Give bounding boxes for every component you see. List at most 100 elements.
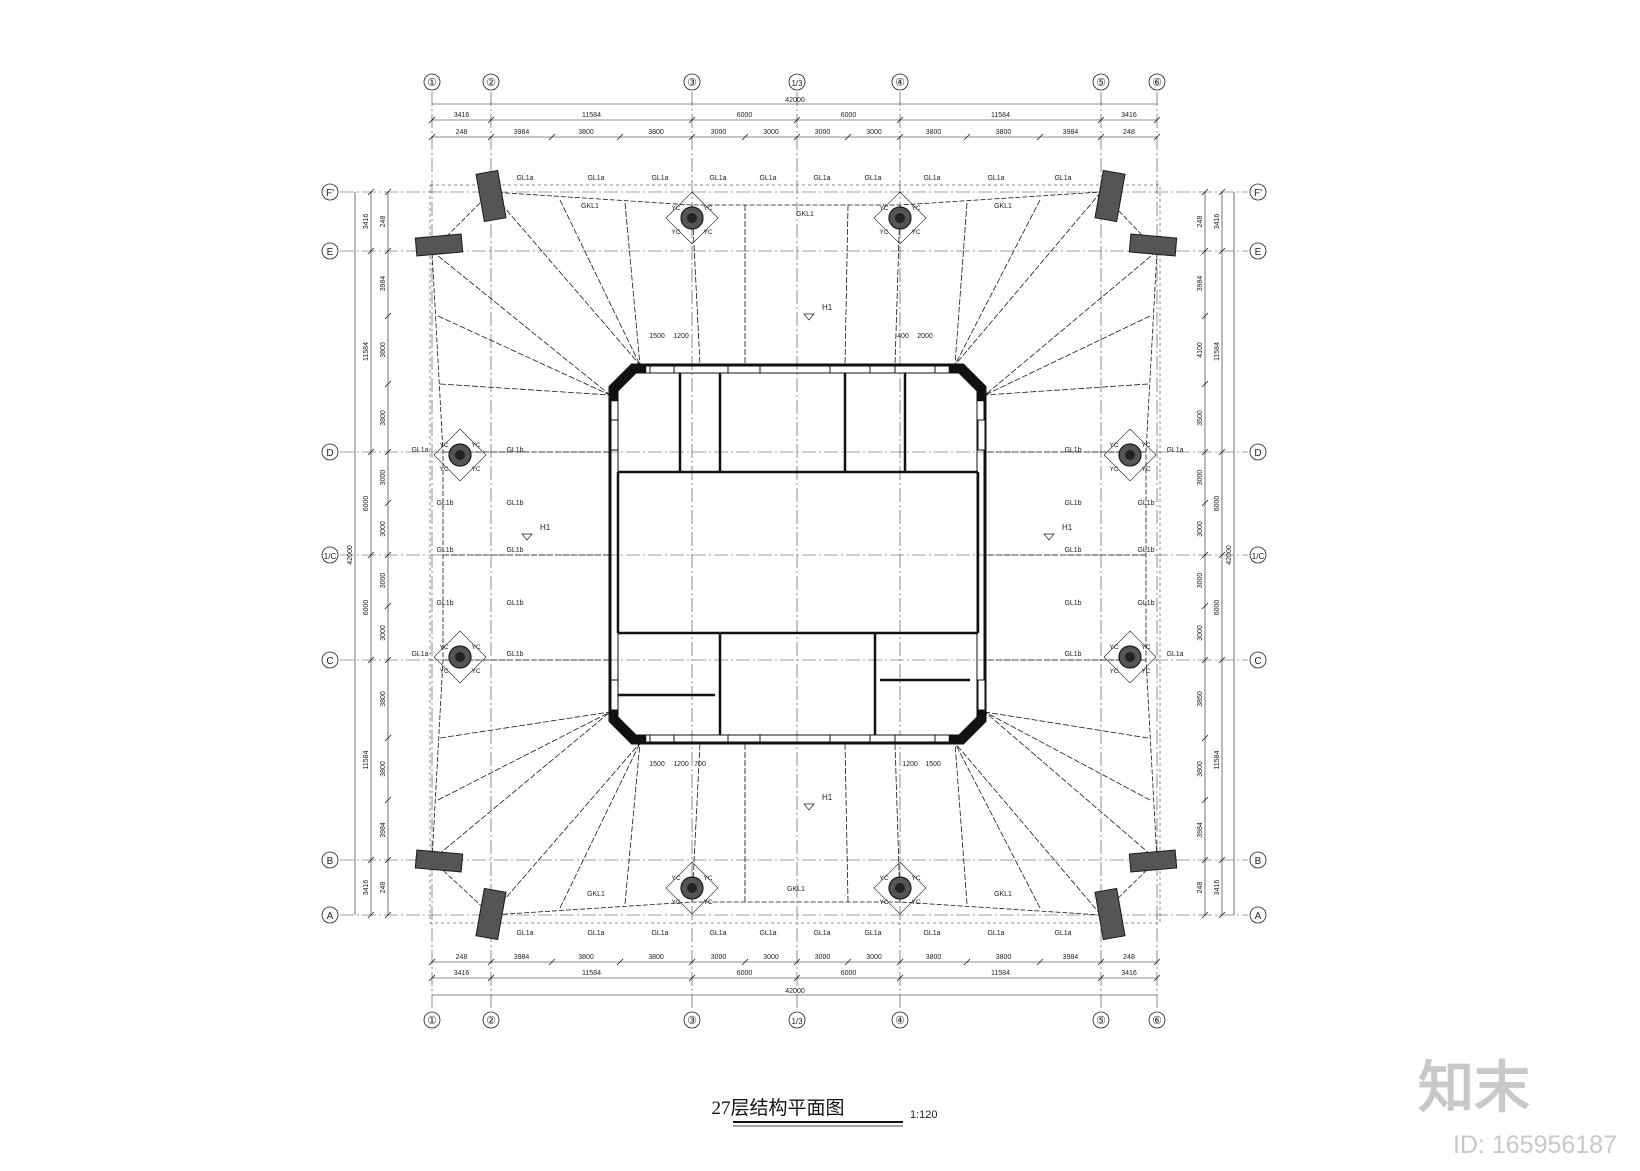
dim-left-seg-tick-2 (367, 448, 375, 456)
grid-bubble-row-3-0 (321, 546, 339, 564)
dim-left-seg-label-2: 6000 (363, 496, 370, 512)
grid-bubble-label-row-2-0: D (326, 448, 333, 459)
beam-label-2: GL1a (651, 175, 668, 182)
dim-bottom-fine-label-2: 3800 (578, 954, 594, 961)
dim-bottom-fine-tick-9 (963, 958, 971, 966)
grid-bubble-label-row-4-1: C (1254, 656, 1261, 667)
radial-beam-37 (431, 250, 611, 396)
radial-beam-9 (954, 191, 1102, 366)
radial-beam-19 (954, 742, 1102, 916)
dim-top-fine-tick-6 (793, 133, 801, 141)
dim-top-fine-label-5: 3000 (763, 129, 779, 136)
column-core-5 (1125, 652, 1135, 662)
dim-right-fine-label-10: 3984 (1197, 822, 1204, 838)
grid-bubble-label-row-5-1: B (1255, 856, 1262, 867)
dim-bottom-fine-label-3: 3800 (648, 954, 664, 961)
elevation-mark-0: H1 (822, 303, 833, 312)
grid-bubble-label-col-4-1: ④ (895, 1015, 905, 1027)
radial-beam-1 (559, 199, 641, 366)
grid-bubble-col-2-0 (683, 73, 701, 91)
dim-bottom-fine-tick-7 (844, 958, 852, 966)
dim-top-seg-tick-2 (688, 116, 696, 124)
radial-beam-16 (984, 711, 1149, 739)
dim-left-fine-tick-9 (384, 734, 392, 742)
dim-right-seg-label-1: 11584 (1214, 342, 1221, 361)
dim-bottom-fine-label-10: 3984 (1063, 954, 1079, 961)
grid-bubble-col-0-1 (423, 1011, 441, 1029)
grid-bubble-col-1-1 (482, 1011, 500, 1029)
dim-top-fine-tick-9 (963, 133, 971, 141)
grid-bubble-col-3-1 (788, 1011, 806, 1029)
dim-bottom-fine-label-0: 248 (456, 954, 468, 961)
dim-left-seg-tick-3 (367, 551, 375, 559)
grid-bubble-label-col-4-0: ④ (895, 77, 905, 89)
dim-right-fine-label-0: 248 (1197, 216, 1204, 228)
beam-label-13: GL1a (709, 930, 726, 937)
dim-left-seg-label-0: 3416 (363, 214, 370, 230)
dim-left-seg-tick-4 (367, 656, 375, 664)
core-opening-0 (649, 365, 675, 374)
dim-top-fine-label-10: 3984 (1063, 129, 1079, 136)
beam-label-0: GL1a (516, 175, 533, 182)
column-yc-d-1: YC (911, 229, 920, 236)
column-yc-a-5: YC (1109, 644, 1118, 651)
radial-beam-36 (437, 315, 611, 396)
dim-top-fine-label-1: 3984 (514, 129, 530, 136)
dim-right-fine-tick-10 (1201, 796, 1209, 804)
dim-right-fine-tick-8 (1201, 656, 1209, 664)
beam-label-32: GL1b (506, 600, 523, 607)
column-core-4 (455, 652, 465, 662)
drawing-title: 27层结构平面图 (711, 1097, 844, 1119)
dim-left-fine-label-4: 3000 (380, 470, 387, 486)
beam-label-10: GL1a (516, 930, 533, 937)
dim-left-seg-tick-6 (367, 911, 375, 919)
column-core-7 (895, 883, 905, 893)
core-outer-wall (608, 363, 987, 745)
column-yc-d-5: YC (1141, 668, 1150, 675)
dim-total-top: 42000 (785, 97, 805, 104)
grid-bubble-col-6-0 (1148, 73, 1166, 91)
dim-top-seg-label-1: 11584 (582, 112, 601, 119)
dim-top-fine-tick-3 (616, 133, 624, 141)
beam-label-12: GL1a (651, 930, 668, 937)
column-yc-a-0: YC (671, 205, 680, 212)
radial-beam-29 (431, 711, 611, 861)
grid-bubble-row-1-1 (1249, 242, 1267, 260)
dim-top-fine-tick-1 (487, 133, 495, 141)
column-yc-a-6: YC (671, 875, 680, 882)
dim-right-fine-tick-1 (1201, 247, 1209, 255)
dim-bottom-fine-tick-11 (1097, 958, 1105, 966)
dim-left-fine-tick-8 (384, 656, 392, 664)
column-yc-c-6: YC (671, 899, 680, 906)
dim-total-right: 42000 (1226, 545, 1233, 565)
grid-bubble-row-0-0 (321, 183, 339, 201)
dim-top-fine-tick-4 (688, 133, 696, 141)
beam-label-9: GL1a (1054, 175, 1071, 182)
beam-label-7: GL1a (923, 175, 940, 182)
dim-right-seg-tick-0 (1218, 188, 1226, 196)
beam-label-20: GKL1 (796, 211, 814, 218)
dim-bottom-seg-tick-0 (428, 974, 436, 982)
core-dim-label-8: 1500 (925, 761, 941, 768)
column-yc-d-6: YC (703, 899, 712, 906)
dim-right-seg-tick-6 (1218, 911, 1226, 919)
core-opening-10 (610, 679, 619, 711)
corner-pier-2 (414, 233, 464, 257)
dim-right-fine-tick-11 (1201, 856, 1209, 864)
beam-label-16: GL1a (864, 930, 881, 937)
dim-right-seg-label-2: 6000 (1214, 496, 1221, 512)
beam-label-33: GL1b (1064, 600, 1081, 607)
dim-right-fine-tick-4 (1201, 448, 1209, 456)
dim-right-fine-tick-2 (1201, 312, 1209, 320)
grid-bubble-label-col-0-0: ① (427, 77, 437, 89)
grid-bubble-row-2-1 (1249, 443, 1267, 461)
column-yc-c-5: YC (1109, 668, 1118, 675)
dim-top-fine-label-0: 248 (456, 129, 468, 136)
dim-right-fine-tick-3 (1201, 380, 1209, 388)
column-yc-a-3: YC (1109, 442, 1118, 449)
radial-beam-7 (954, 202, 968, 366)
dim-right-fine-label-8: 3850 (1197, 691, 1204, 707)
dim-left-seg-tick-1 (367, 247, 375, 255)
column-diamond-4 (433, 630, 487, 684)
